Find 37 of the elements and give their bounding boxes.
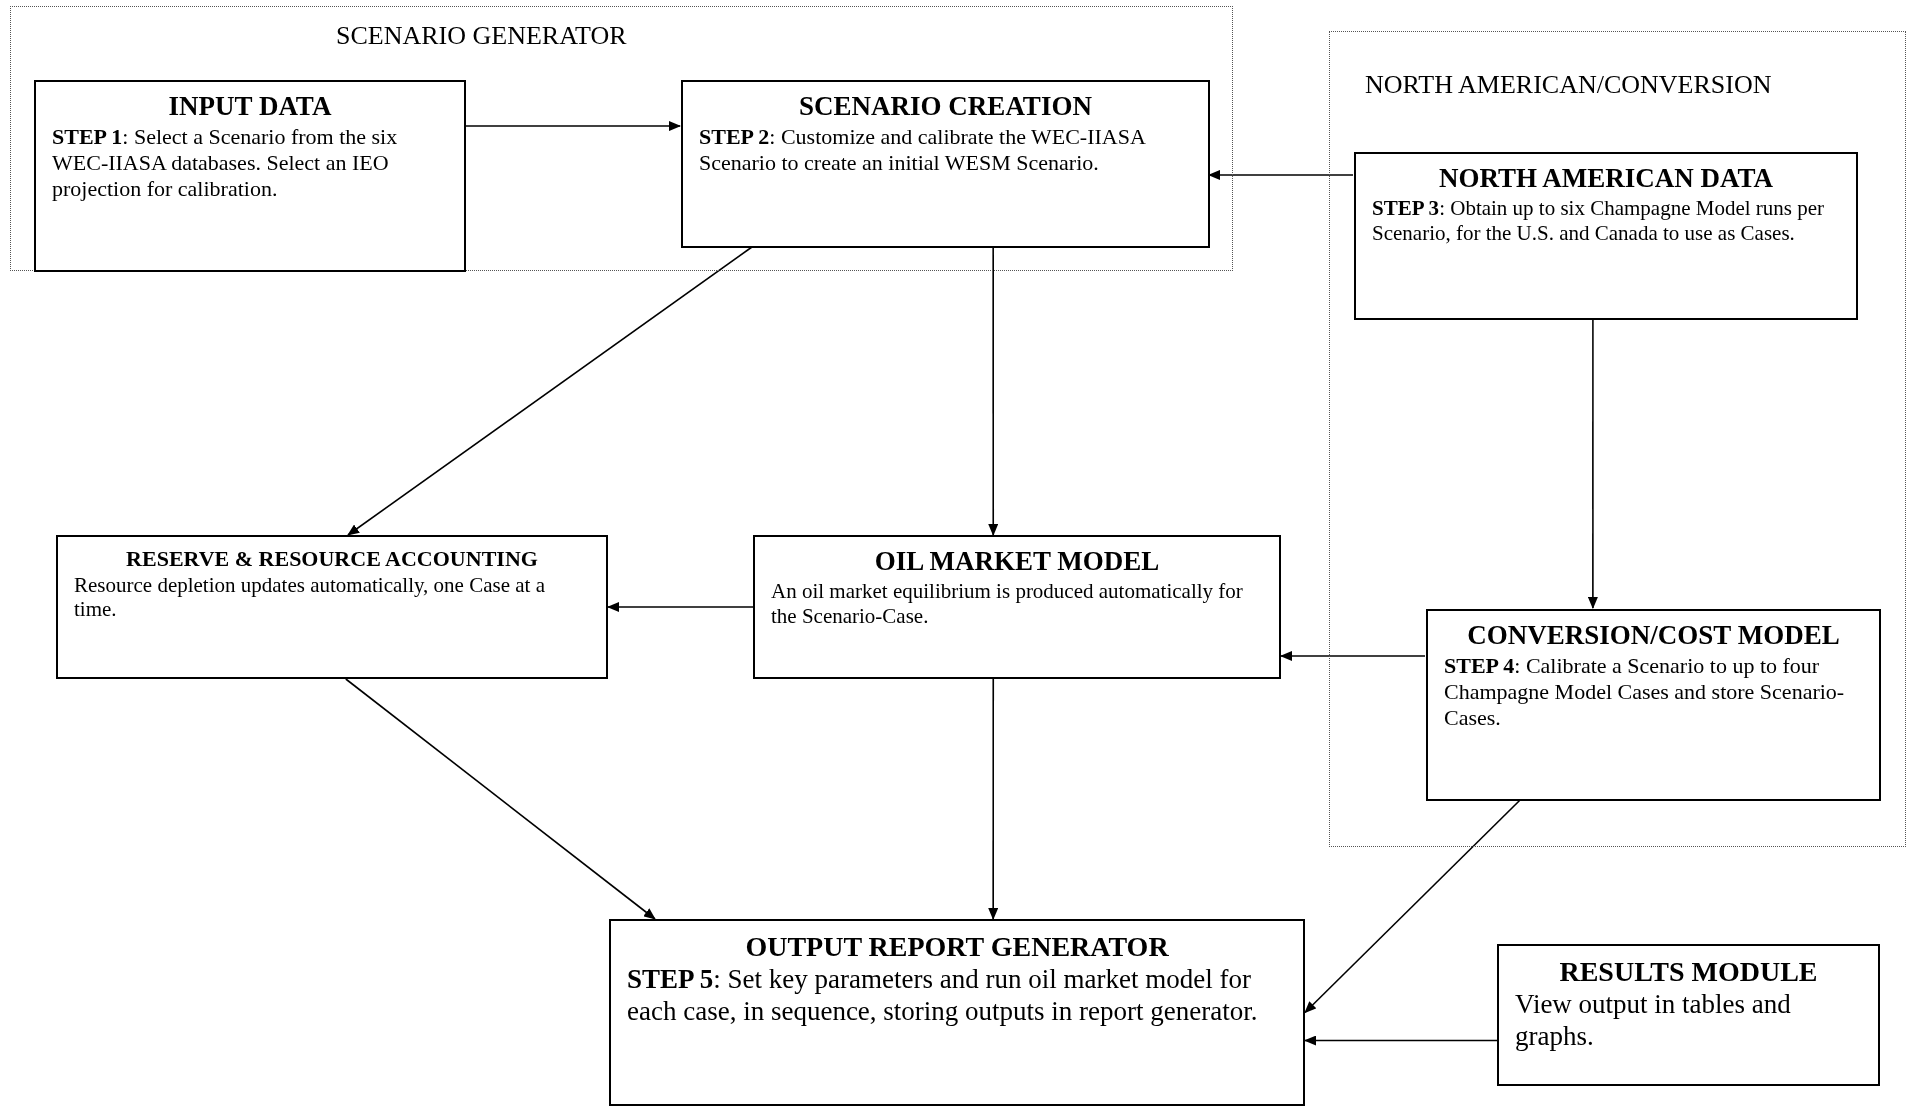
group-title: NORTH AMERICAN/CONVERSION — [1365, 72, 1772, 98]
box-heading: OUTPUT REPORT GENERATOR — [744, 930, 1170, 964]
process-box — [34, 80, 466, 272]
box-text: STEP 5: Set key parameters and run oil market model for each case, in sequence, storing outputs in report generator. — [627, 964, 1259, 1028]
arrow — [345, 678, 656, 920]
arrow — [988, 246, 999, 536]
box-heading: INPUT DATA — [167, 90, 333, 123]
box-text: STEP 2: Customize and calibrate the WEC-IIASA Scenario to create an initial WESM Scenario. — [699, 123, 1147, 176]
arrow — [1304, 799, 1521, 1014]
box-text: STEP 1: Select a Scenario from the six WEC-IIASA databases. Select an IEO projection for calibration. — [52, 123, 399, 202]
arrow — [607, 602, 754, 612]
group-frame — [1329, 31, 1906, 847]
box-text: View output in tables and graphs. — [1515, 989, 1792, 1053]
box-text: STEP 4: Calibrate a Scenario to up to four Champagne Model Cases and store Scenario-Cases. — [1444, 652, 1846, 731]
process-box — [681, 80, 1210, 248]
arrow — [1587, 318, 1598, 609]
box-heading: RESULTS MODULE — [1558, 955, 1819, 989]
box-heading: CONVERSION/COST MODEL — [1466, 619, 1841, 652]
box-heading: RESERVE & RESOURCE ACCOUNTING — [125, 545, 539, 573]
arrow — [1304, 1035, 1498, 1046]
box-text: Resource depletion updates automatically, one Case at a time. — [74, 572, 546, 623]
arrow — [347, 246, 753, 536]
box-heading: OIL MARKET MODEL — [873, 545, 1161, 578]
box-text: An oil market equilibrium is produced automatically for the Scenario-Case. — [771, 578, 1244, 629]
process-box — [1497, 944, 1880, 1086]
box-text: STEP 3: Obtain up to six Champagne Model runs per Scenario, for the U.S. and Canada to use as Cases. — [1372, 195, 1826, 246]
arrow — [1280, 650, 1426, 661]
group-frame — [10, 6, 1233, 271]
process-box — [609, 919, 1305, 1106]
process-box — [753, 535, 1281, 679]
box-heading: NORTH AMERICAN DATA — [1437, 162, 1775, 195]
process-box — [1426, 609, 1881, 801]
process-box — [56, 535, 608, 679]
arrow — [988, 678, 999, 920]
process-box — [1354, 152, 1858, 320]
box-heading: SCENARIO CREATION — [798, 90, 1093, 123]
group-title: SCENARIO GENERATOR — [336, 23, 627, 49]
